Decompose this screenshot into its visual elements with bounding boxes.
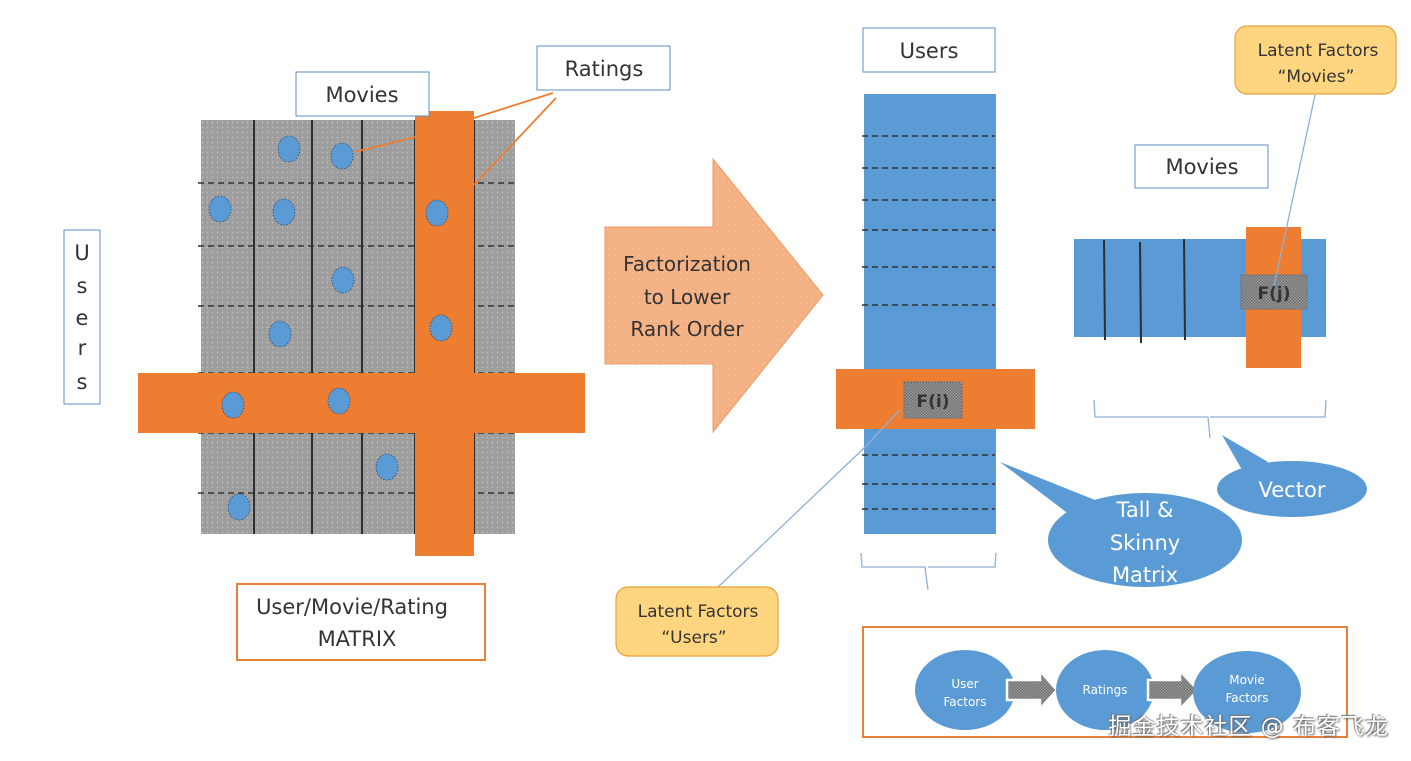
rating-dot — [268, 320, 292, 348]
flow-node-movie-factors: Movie Factors — [1193, 651, 1301, 733]
flow-diagram: User Factors Ratings Movie Factors — [862, 626, 1348, 738]
watermark: 掘金技术社区 @ 布客飞龙 — [1108, 714, 1389, 740]
ratings-label: Ratings — [565, 57, 644, 81]
rating-dot — [221, 391, 245, 419]
vector-label: Vector — [1259, 478, 1326, 502]
movie-column-divider — [1183, 238, 1186, 341]
fj-cell — [1240, 274, 1308, 310]
movie-matrix-brace — [1093, 399, 1327, 439]
bubble-pointer — [1000, 462, 1095, 515]
users-callout-leader — [714, 409, 901, 591]
matrix-caption-line2: MATRIX — [318, 627, 397, 651]
matrix-caption-box: User/Movie/Rating MATRIX — [236, 583, 486, 661]
ratings-leader-line — [473, 92, 554, 119]
rating-dot — [227, 493, 251, 521]
rating-dot — [272, 198, 296, 226]
bubble-line3: Matrix — [1112, 563, 1178, 587]
latent-factors-users-callout: Latent Factors “Users” — [615, 586, 779, 657]
tall-skinny-bubble: Tall & Skinny Matrix — [1000, 462, 1242, 587]
flow-node-user-factors: User Factors — [915, 650, 1015, 730]
arrow-text-line2: to Lower — [644, 285, 731, 309]
movies-label-box: Movies — [295, 71, 430, 117]
vector-bubble: Vector — [1217, 435, 1367, 517]
ratings-leader-line — [354, 136, 416, 153]
factorization-arrow: Factorization to Lower Rank Order — [604, 157, 824, 434]
rating-dot — [429, 314, 453, 342]
users-letter: s — [77, 274, 88, 298]
flow-node-label: User — [951, 677, 978, 691]
movies-header-box: Movies — [1134, 144, 1269, 189]
rating-dot — [277, 135, 301, 163]
users-vertical-label-box: U s e r s — [63, 229, 101, 405]
user-matrix-brace — [860, 552, 997, 591]
fj-label: F(j) — [1258, 284, 1291, 304]
movies-callout-line2: “Movies” — [1278, 67, 1355, 87]
rating-dots — [208, 135, 453, 521]
users-callout-line2: “Users” — [661, 628, 726, 648]
flow-node-label: Factors — [944, 695, 987, 709]
users-header-label: Users — [900, 39, 959, 63]
bubble-line2: Skinny — [1110, 531, 1180, 555]
users-letter: r — [78, 336, 87, 360]
rating-dot — [425, 199, 449, 227]
movie-column-divider — [1103, 239, 1106, 341]
user-factor-matrix-body — [864, 94, 996, 534]
highlighted-user-row — [138, 373, 585, 433]
rating-dot — [331, 266, 355, 294]
flow-node-ratings: Ratings — [1056, 650, 1154, 730]
flow-node-label: Factors — [1226, 691, 1269, 705]
user-factor-row-dividers — [862, 135, 995, 510]
movies-header-label: Movies — [1165, 155, 1238, 179]
rating-dot — [375, 453, 399, 481]
movies-label: Movies — [325, 83, 398, 107]
users-callout-line1: Latent Factors — [638, 602, 759, 622]
bubble-line1: Tall & — [1116, 498, 1174, 522]
movies-callout-line1: Latent Factors — [1258, 41, 1379, 61]
latent-factors-movies-callout: Latent Factors “Movies” — [1234, 25, 1397, 95]
users-letter: s — [77, 370, 88, 394]
ratings-leader-line — [473, 97, 557, 186]
flow-arrow-2 — [1146, 667, 1200, 713]
fi-label: F(i) — [917, 392, 950, 412]
users-letter: e — [76, 306, 89, 330]
movie-column-divider — [1139, 241, 1142, 344]
rating-dot — [208, 195, 232, 223]
ratings-label-box: Ratings — [536, 45, 671, 91]
arrow-text-line3: Rank Order — [630, 317, 744, 341]
user-factor-matrix — [862, 94, 996, 534]
flow-node-label: Ratings — [1083, 683, 1128, 697]
fi-cell — [903, 381, 963, 419]
users-header-box: Users — [862, 27, 996, 73]
rating-dot — [327, 387, 351, 415]
movies-callout-leader — [1273, 94, 1316, 287]
users-letter: U — [74, 241, 89, 265]
matrix-caption-line1: User/Movie/Rating — [256, 595, 448, 619]
flow-node-label: Movie — [1229, 673, 1265, 687]
flow-arrow-1 — [1005, 667, 1059, 713]
arrow-text-line1: Factorization — [623, 252, 751, 276]
rating-dot — [330, 142, 354, 170]
